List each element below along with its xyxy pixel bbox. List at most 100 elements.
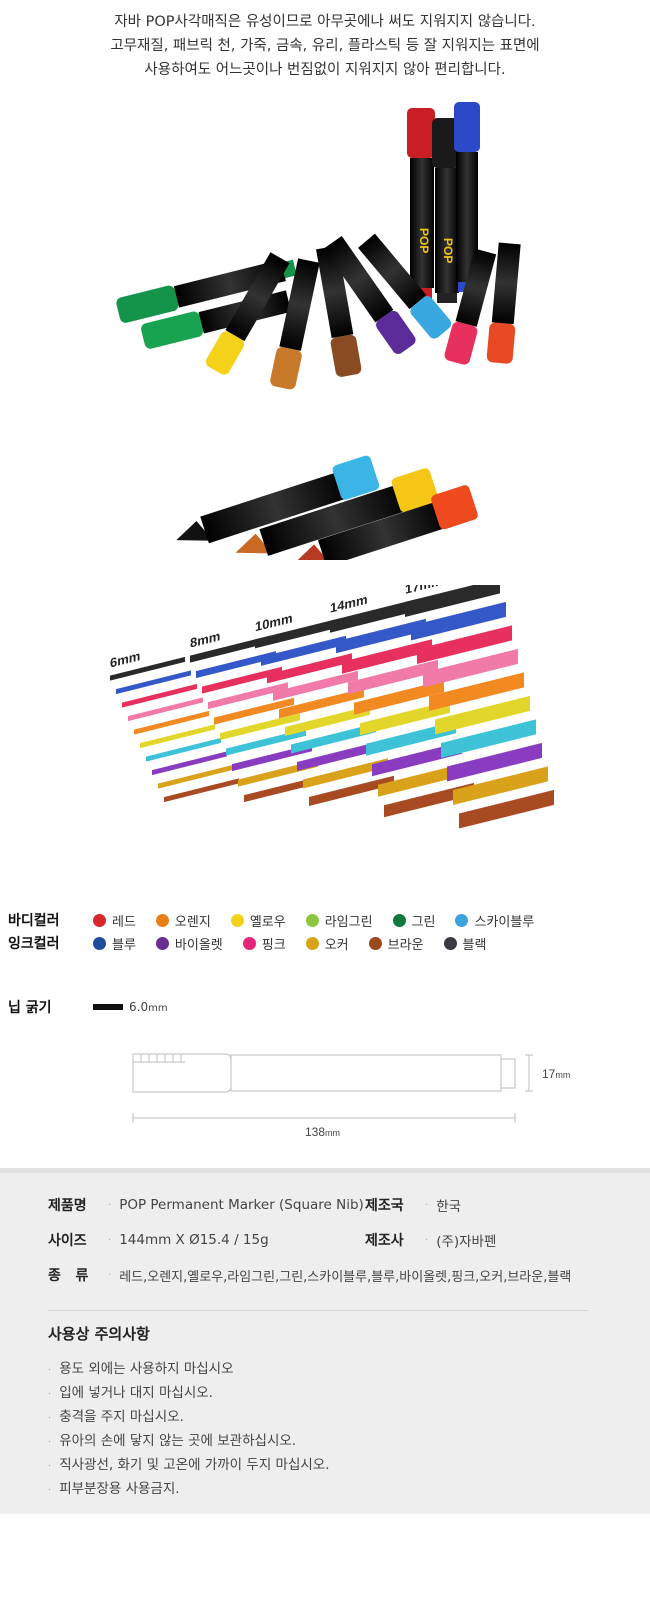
ink-color-swatches: 블루 바이올렛 핑크 오커 브라운 블랙: [93, 934, 506, 953]
ink-swatch: 바이올렛: [155, 934, 223, 953]
ink-swatch-dot: [368, 936, 382, 950]
stroke-sample: [220, 713, 300, 741]
stroke-sample: [122, 683, 197, 708]
stroke-sample: [417, 625, 512, 665]
body-swatch-dot: [230, 913, 244, 927]
stroke-sample: [423, 648, 518, 688]
tip-marker-black-skyblue: [176, 455, 380, 544]
ink-color-label: 잉크컬러: [8, 936, 60, 952]
marker-label-pop: POP: [441, 238, 455, 263]
stroke-sample: [303, 758, 388, 789]
ink-swatch: 오커: [305, 934, 349, 953]
stroke-sample: [453, 766, 548, 806]
lying-marker-violet: [323, 236, 416, 354]
caution-text: 직사광선, 화기 및 고온에 가까이 두지 마십시오.: [59, 1457, 330, 1473]
stroke-sample: [291, 723, 376, 754]
body-swatch-dot: [305, 913, 319, 927]
lying-marker-skyblue: [358, 233, 452, 339]
intro-text: 자바 POP사각매직은 유성이므로 아무곳에나 써도 지워지지 않습니다. 고무…: [0, 10, 650, 82]
stroke-sample: [297, 740, 382, 771]
stroke-sample-grid: 6mm8mm10mm14mm17mm: [110, 585, 554, 829]
lying-marker-orange: [270, 258, 320, 390]
stroke-sample: [190, 635, 270, 663]
stroke-sample: [309, 775, 394, 806]
spec-country: 제조국 · 한국: [365, 1198, 462, 1215]
stroke-sample: [354, 680, 444, 715]
stroke-sample: [140, 724, 215, 749]
ink-swatch-dot: [242, 936, 256, 950]
lying-marker-yellow: [205, 252, 290, 375]
stroke-sample: [128, 697, 203, 722]
body-swatch-dot: [392, 913, 406, 927]
specs-section: 제품명 · POP Permanent Marker (Square Nib) …: [0, 1168, 650, 1514]
stroke-sample: [435, 695, 530, 735]
ink-swatch: 블랙: [443, 934, 486, 953]
stroke-sample: [196, 651, 276, 679]
height-dimension-label: 17mm: [542, 1067, 570, 1081]
stroke-sample: [208, 682, 288, 710]
stroke-sample: [158, 764, 233, 789]
body-swatch: 라임그린: [305, 911, 373, 930]
ink-swatch: 핑크: [242, 934, 286, 953]
caution-bullet: ·: [48, 1461, 52, 1472]
stroke-sample: [459, 789, 554, 829]
stroke-sample: [336, 618, 426, 654]
body-swatch: 스카이블루: [455, 911, 534, 930]
ink-swatch-dot: [305, 936, 319, 950]
body-swatch: 옐로우: [230, 911, 286, 930]
spec-types: 종 류 · 레드,오렌지,옐로우,라임그린,그린,스카이블루,블루,바이올렛,핑…: [48, 1268, 572, 1285]
stroke-width-label: 10mm: [255, 610, 293, 634]
stroke-sample: [110, 656, 185, 681]
stroke-sample: [411, 601, 506, 641]
stroke-sample: [330, 598, 420, 633]
intro-line: 고무재질, 패브릭 천, 가죽, 금속, 유리, 플라스틱 등 잘 지워지는 표…: [110, 38, 540, 54]
stroke-sample: [378, 762, 468, 797]
stroke-sample: [214, 697, 294, 725]
nib-width-value: 6.0mm: [129, 1000, 168, 1014]
chisel-tip-photo: [176, 455, 478, 560]
body-swatch-label: 옐로우: [249, 914, 286, 930]
stroke-width-label: 8mm: [190, 628, 220, 650]
spec-product: 제품명 · POP Permanent Marker (Square Nib): [48, 1197, 364, 1214]
length-dimension-label: 138mm: [305, 1125, 340, 1139]
caution-bullet: ·: [48, 1389, 52, 1400]
caution-item: ·유아의 손에 닿지 않는 곳에 보관하십시오.: [48, 1429, 296, 1449]
stroke-sample: [384, 782, 474, 818]
ink-swatch-label: 핑크: [261, 937, 286, 953]
body-swatch-label: 그린: [411, 914, 436, 930]
body-swatch-label: 스카이블루: [474, 914, 535, 930]
caution-text: 입에 넣거나 대지 마십시오.: [59, 1385, 213, 1401]
ink-swatch: 브라운: [368, 934, 424, 953]
ink-swatch: 블루: [93, 934, 136, 953]
caution-bullet: ·: [48, 1365, 52, 1376]
stroke-sample: [152, 751, 227, 776]
ink-swatch-dot: [443, 936, 457, 950]
caution-item: · 입에 넣거나 대지 마십시오.: [48, 1381, 213, 1401]
ink-swatch-dot: [93, 936, 106, 950]
stroke-sample: [441, 719, 536, 759]
stroke-sample: [342, 639, 432, 674]
stroke-sample: [372, 741, 462, 777]
stroke-width-label: 6mm: [110, 648, 140, 670]
lying-marker-brown: [316, 245, 362, 377]
stroke-width-label: 14mm: [330, 592, 368, 616]
caution-item: ·피부분장용 사용금지.: [48, 1477, 180, 1497]
stroke-sample: [285, 705, 370, 736]
body-swatch: 레드: [93, 911, 136, 930]
spec-size: 사이즈 · 144mm X Ø15.4 / 15g: [48, 1232, 269, 1249]
body-swatch-label: 라임그린: [324, 914, 373, 930]
intro-line: 자바 POP사각매직은 유성이므로 아무곳에나 써도 지워지지 않습니다.: [114, 14, 536, 30]
stroke-sample: [267, 653, 352, 684]
caution-bullet: ·: [48, 1437, 52, 1448]
nib-width-bar: [93, 1004, 123, 1010]
caution-item: ·충격을 주지 마십시오.: [48, 1405, 184, 1425]
stroke-sample: [116, 670, 191, 695]
standing-marker-black: [432, 118, 460, 303]
body-swatch-dot: [93, 913, 106, 927]
caution-bullet: ·: [48, 1485, 52, 1496]
ink-color-row: 잉크컬러 블루 바이올렛 핑크 오커 브라운 블랙: [8, 932, 506, 954]
caution-text: 용도 외에는 사용하지 마십시오: [59, 1361, 234, 1377]
body-color-label: 바디컬러: [8, 913, 60, 929]
